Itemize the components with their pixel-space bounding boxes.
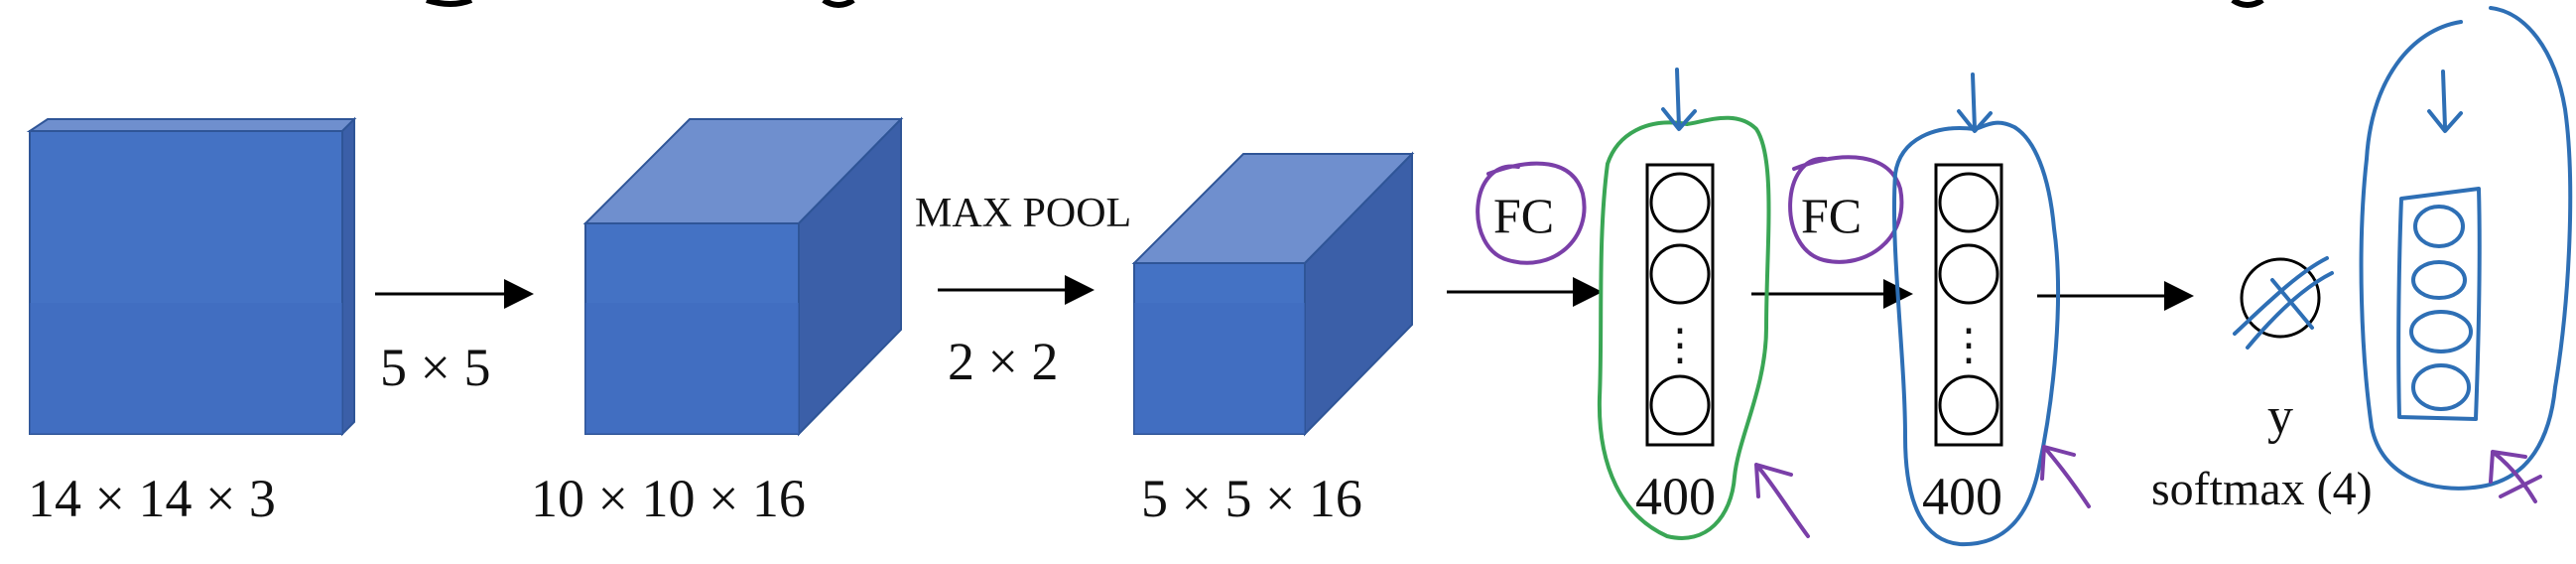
softmax-inner-rect [2396, 187, 2482, 421]
input-dims-label: 14 × 14 × 3 [28, 469, 276, 528]
fc1-layer: ⋮ [1645, 163, 1715, 447]
softmax-loop-mark [2359, 6, 2573, 491]
fc1-label: FC [1493, 188, 1554, 243]
pool-size-label: 2 × 2 [948, 332, 1058, 391]
pool-dims-label: 5 × 5 × 16 [1141, 469, 1362, 528]
handwritten-annotations [1476, 6, 2573, 547]
fc1-circle-mark [1476, 161, 1587, 265]
fc2-ellipsis: ⋮ [1947, 321, 1991, 369]
fc2-label: FC [1801, 188, 1862, 243]
clipped-heading-fragment [426, 0, 473, 7]
fc2-layer: ⋮ [1934, 163, 2003, 447]
conv1-dims-label: 10 × 10 × 16 [531, 469, 806, 528]
filter-size-label: 5 × 5 [380, 338, 490, 397]
output-node [2240, 257, 2321, 339]
fc1-pointer-mark [1754, 463, 1810, 538]
fc1-down-arrow-mark [1661, 68, 1697, 131]
softmax-pointer-mark [2489, 450, 2542, 503]
fc1-loop-mark [1597, 115, 1771, 540]
fc2-circle-mark [1788, 155, 1904, 264]
pool-volume [1131, 151, 1415, 437]
pool-title-label: MAX POOL [915, 191, 1131, 236]
softmax-down-arrow-mark [2427, 70, 2463, 133]
output-strike-mark [2233, 256, 2334, 350]
conv1-volume [582, 116, 904, 437]
fc2-loop-mark [1892, 120, 2060, 547]
output-symbol: y [2267, 388, 2293, 445]
clipped-heading-fragment [822, 0, 855, 8]
clipped-heading-fragment [2231, 0, 2264, 8]
fc2-down-arrow-mark [1957, 72, 1993, 133]
fc1-ellipsis: ⋮ [1658, 321, 1702, 369]
softmax-label: softmax (4) [2151, 463, 2373, 515]
input-volume [26, 116, 357, 437]
fc2-pointer-mark [2040, 445, 2091, 508]
fc2-units-label: 400 [1922, 467, 2002, 526]
fc1-units-label: 400 [1635, 467, 1716, 526]
